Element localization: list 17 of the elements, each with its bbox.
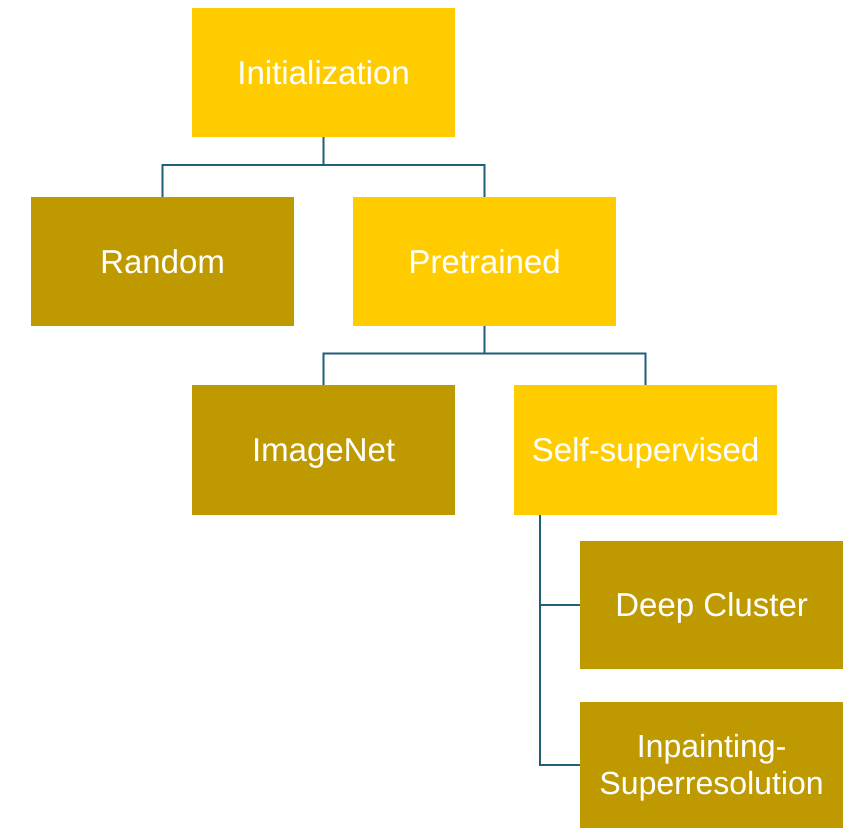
category-box: [580, 702, 843, 828]
category-box: [192, 385, 455, 515]
category-box: [192, 8, 455, 137]
category-box: [353, 197, 616, 326]
node-label: ImageNet: [252, 431, 396, 469]
node-label: Random: [100, 242, 225, 280]
node-label: Self-supervised: [532, 431, 760, 469]
node-label: Deep Cluster: [615, 586, 808, 624]
connector-line: [539, 515, 580, 766]
category-box: [31, 197, 294, 326]
connector-line: [484, 326, 646, 385]
node-label: Inpainting-Superresolution: [598, 728, 825, 802]
node-label: Pretrained: [408, 242, 561, 280]
category-box: [580, 541, 843, 669]
category-box: [514, 385, 777, 515]
node-label: Initialization: [237, 54, 410, 92]
connector-line: [322, 137, 486, 197]
